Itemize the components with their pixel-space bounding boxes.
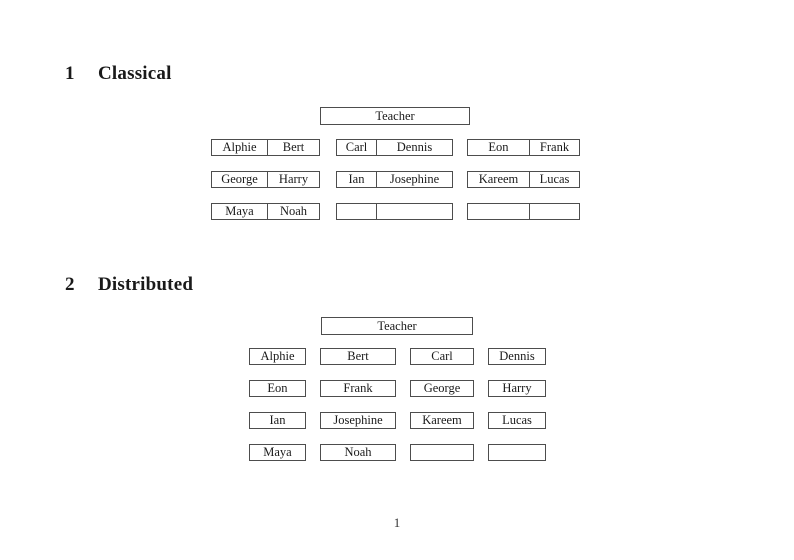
seat-label: Alphie xyxy=(212,140,268,155)
desk-pair-box: Kareem Lucas xyxy=(467,171,580,188)
desk-box-empty xyxy=(410,444,474,461)
seat-label-empty xyxy=(468,204,530,219)
teacher-box: Teacher xyxy=(320,107,470,125)
seat-label: Bert xyxy=(282,140,305,154)
desk-box: Bert xyxy=(320,348,396,365)
desk-box: Harry xyxy=(488,380,546,397)
seat-label: George xyxy=(212,172,268,187)
desk-pair-box: Eon Frank xyxy=(467,139,580,156)
desk-pair-box: Carl Dennis xyxy=(336,139,453,156)
desk-pair-box: Maya Noah xyxy=(211,203,320,220)
section-heading-classical: 1 Classical xyxy=(65,63,172,85)
desk-pair-box-empty xyxy=(467,203,580,220)
seat-label: Eon xyxy=(468,140,530,155)
desk-box: Carl xyxy=(410,348,474,365)
page-number: 1 xyxy=(393,515,401,530)
seat-label: Kareem xyxy=(468,172,530,187)
desk-box: Eon xyxy=(249,380,306,397)
seat-label: Frank xyxy=(539,140,570,154)
seat-label: Lucas xyxy=(539,172,570,186)
desk-box: Josephine xyxy=(320,412,396,429)
desk-box: Kareem xyxy=(410,412,474,429)
seat-label: Ian xyxy=(337,172,377,187)
seat-label-empty xyxy=(377,204,452,219)
desk-box: Maya xyxy=(249,444,306,461)
desk-box: Noah xyxy=(320,444,396,461)
desk-box: George xyxy=(410,380,474,397)
teacher-box: Teacher xyxy=(321,317,473,335)
seat-label: Josephine xyxy=(389,172,440,186)
section-number: 1 xyxy=(65,63,75,84)
section-title: Classical xyxy=(98,63,172,84)
section-number: 2 xyxy=(65,274,75,295)
seat-label: Dennis xyxy=(396,140,433,154)
section-heading-distributed: 2 Distributed xyxy=(65,274,193,296)
desk-box: Alphie xyxy=(249,348,306,365)
desk-box: Lucas xyxy=(488,412,546,429)
section-title: Distributed xyxy=(98,274,194,295)
desk-box: Frank xyxy=(320,380,396,397)
desk-pair-box: Ian Josephine xyxy=(336,171,453,188)
seat-label: Maya xyxy=(212,204,268,219)
desk-pair-box: Alphie Bert xyxy=(211,139,320,156)
seat-label: Harry xyxy=(278,172,309,186)
desk-box: Dennis xyxy=(488,348,546,365)
desk-box: Ian xyxy=(249,412,306,429)
desk-box-empty xyxy=(488,444,546,461)
seat-label-empty xyxy=(530,204,579,219)
seat-label-empty xyxy=(337,204,377,219)
desk-pair-box-empty xyxy=(336,203,453,220)
seat-label: Noah xyxy=(279,204,308,218)
seat-label: Carl xyxy=(337,140,377,155)
desk-pair-box: George Harry xyxy=(211,171,320,188)
